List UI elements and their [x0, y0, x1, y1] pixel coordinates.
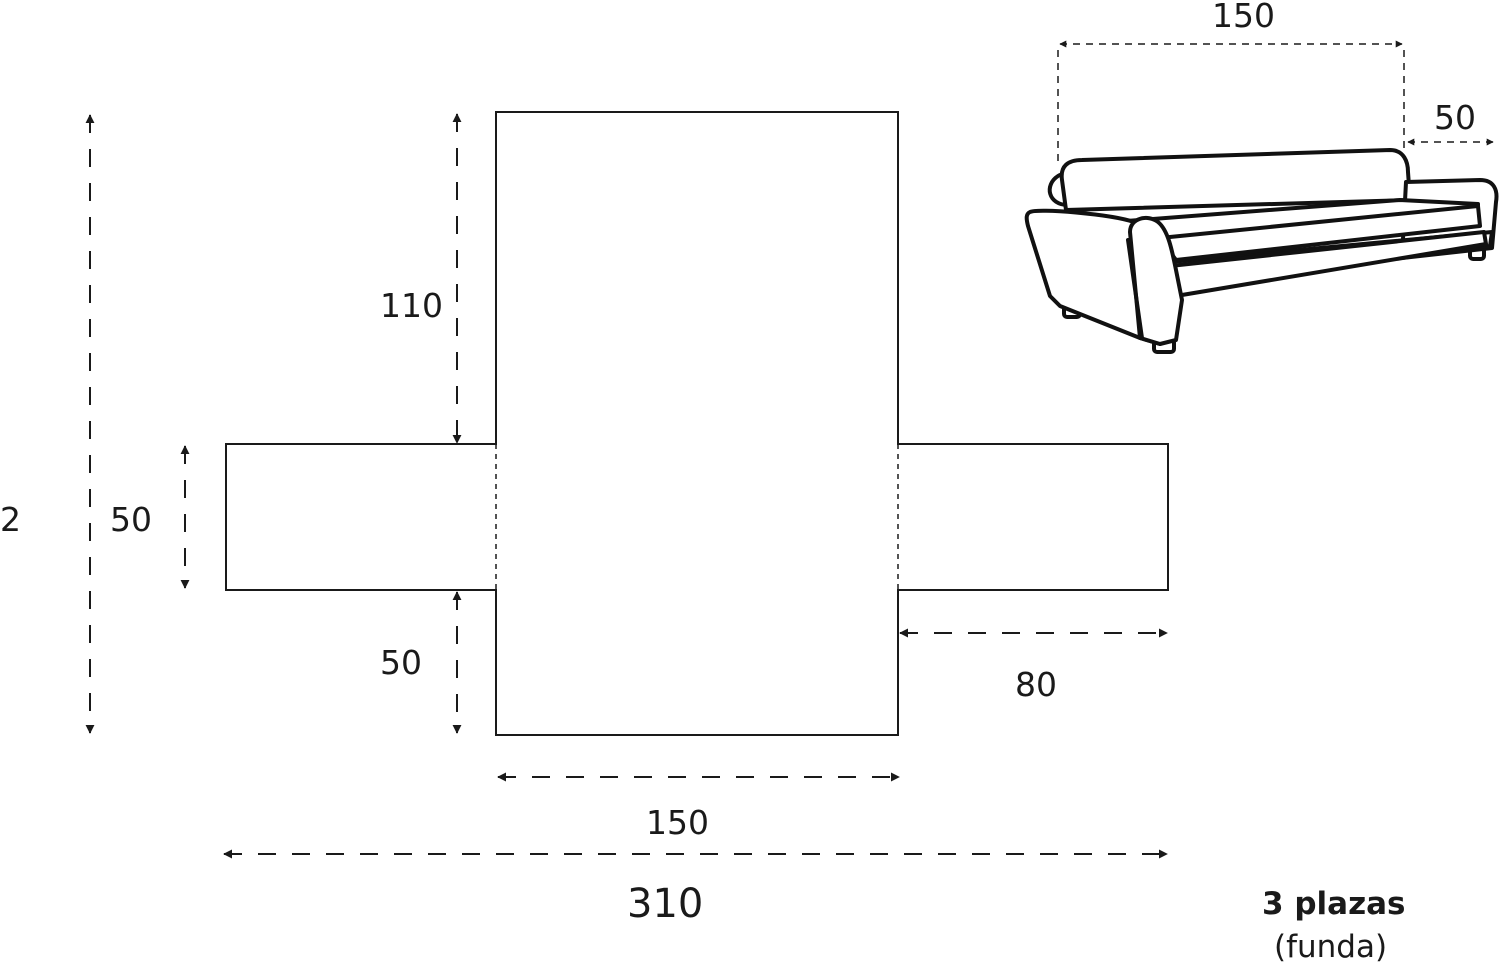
bottom-flap-label: 50	[380, 643, 422, 682]
cover-pattern-outline	[225, 111, 1169, 736]
seat-width-label: 150	[646, 803, 709, 842]
sofa-backrest	[1059, 148, 1412, 212]
sofa-width-label: 150	[1212, 0, 1275, 35]
total-width-label: 310	[627, 881, 703, 927]
top-flap-label: 110	[380, 286, 443, 325]
sofa-depth-label: 50	[1434, 98, 1476, 137]
caption-subtitle: (funda)	[1274, 929, 1387, 965]
sofa-arm-scroll	[1128, 215, 1184, 346]
arm-width-label: 50	[110, 500, 152, 539]
total-height-label: 2	[0, 500, 21, 539]
caption-title: 3 plazas	[1262, 886, 1406, 922]
sofa-illustration: 150 50	[1024, 0, 1499, 354]
sofa-arm-scroll-edge	[1126, 238, 1144, 340]
arm-length-label: 80	[1015, 665, 1057, 704]
